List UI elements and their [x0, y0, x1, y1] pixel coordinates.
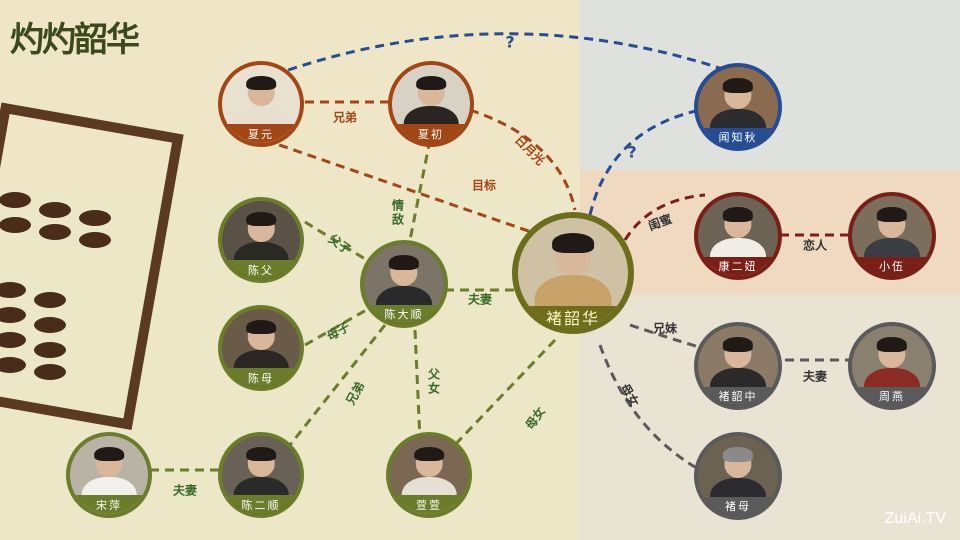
character-node[interactable]: 陈父: [218, 197, 304, 283]
relation-label: 夫妻: [173, 482, 197, 499]
character-node[interactable]: 褚韶中: [694, 322, 782, 410]
character-node-center[interactable]: 褚韶华: [512, 212, 634, 334]
character-node[interactable]: 周燕: [848, 322, 936, 410]
character-node[interactable]: 闻知秋: [694, 63, 782, 151]
character-name: 萱萱: [390, 495, 468, 514]
character-name: 夏元: [222, 124, 300, 143]
character-name: 宋萍: [70, 495, 148, 514]
character-node[interactable]: 陈母: [218, 305, 304, 391]
character-node[interactable]: 陈大顺: [360, 240, 448, 328]
relation-label: 兄妹: [653, 320, 677, 337]
show-logo: 灼灼韶华: [10, 12, 138, 61]
character-node[interactable]: 褚母: [694, 432, 782, 520]
relation-label: 情敌: [390, 199, 407, 227]
character-name: 夏初: [392, 124, 470, 143]
character-name: 褚韶中: [698, 387, 778, 406]
character-name: 褚母: [698, 497, 778, 516]
character-node[interactable]: 宋萍: [66, 432, 152, 518]
relation-label: 目标: [472, 177, 496, 194]
relation-label: ?: [505, 33, 514, 52]
character-node[interactable]: 萱萱: [386, 432, 472, 518]
character-name: 陈母: [222, 368, 300, 387]
character-node[interactable]: 陈二顺: [218, 432, 304, 518]
character-node[interactable]: 康二妞: [694, 192, 782, 280]
relation-label: 夫妻: [468, 291, 492, 308]
character-name: 康二妞: [698, 257, 778, 276]
character-node[interactable]: 夏初: [388, 61, 474, 147]
character-node[interactable]: 小伍: [848, 192, 936, 280]
watermark-text: ZuiAi.TV: [885, 510, 946, 528]
character-name: 陈二顺: [222, 495, 300, 514]
character-node[interactable]: 夏元: [218, 61, 304, 147]
relation-label: 兄弟: [333, 109, 357, 126]
character-name: 闻知秋: [698, 128, 778, 147]
relation-label: 夫妻: [803, 368, 827, 385]
character-name: 褚韶华: [518, 306, 628, 328]
character-name: 周燕: [852, 387, 932, 406]
relation-label: 父女: [426, 368, 443, 396]
character-name: 陈父: [222, 260, 300, 279]
character-name: 陈大顺: [364, 305, 444, 324]
relation-label: ?: [627, 143, 636, 162]
relation-label: 恋人: [803, 237, 827, 254]
character-name: 小伍: [852, 257, 932, 276]
